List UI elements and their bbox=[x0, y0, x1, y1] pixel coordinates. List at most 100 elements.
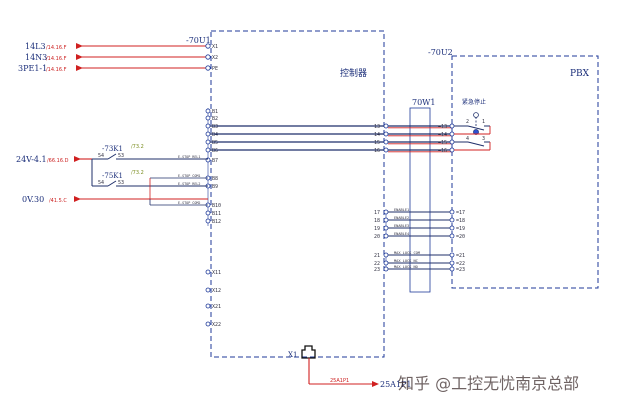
output-name: 25A1P1 bbox=[380, 380, 412, 389]
pbx-terminals: =13 =14 =15 =16 =17 =18 =19 =20 =21 =22 … bbox=[438, 123, 465, 273]
terminal-label: B1 bbox=[212, 109, 218, 115]
terminal-label: =22 bbox=[456, 261, 465, 267]
power-input-ref: /14.16.F bbox=[46, 67, 67, 73]
terminal-label: =14 bbox=[438, 132, 447, 138]
relay-name: -75K1 bbox=[102, 172, 123, 180]
terminal-label: B9 bbox=[212, 184, 218, 190]
terminal-label: 21 bbox=[374, 253, 380, 259]
relay-pin: 54 bbox=[98, 153, 104, 159]
terminal-label: B6 bbox=[212, 148, 218, 154]
signal-tag: MAX LOCK COM bbox=[394, 251, 421, 255]
terminal-label: 17 bbox=[374, 210, 380, 216]
signal-wires bbox=[210, 125, 452, 153]
terminal-label: 13 bbox=[374, 124, 380, 130]
terminal-label: X11 bbox=[212, 270, 221, 276]
pbx-signal-wires: ENABLE1 ENABLE2 ENABLE3 ENABLE4 MAX LOCK… bbox=[388, 208, 450, 270]
signal-tag: ENABLE2 bbox=[394, 216, 409, 220]
left-sources: 24V-4.1 /66.16.D 0V.30 /41.5.C bbox=[16, 155, 208, 204]
terminal-label: =18 bbox=[456, 218, 465, 224]
terminal-label: =16 bbox=[438, 148, 447, 154]
terminal-label: =19 bbox=[456, 226, 465, 232]
terminal-label: =13 bbox=[438, 124, 447, 130]
source-ref: /41.5.C bbox=[49, 198, 67, 204]
pbx-title: PBX bbox=[570, 69, 590, 79]
power-inputs: 14L3 /14.16.F 14N3 /14.16.F 3PE1-1 /14.1… bbox=[18, 42, 208, 73]
relay-pin: 53 bbox=[118, 153, 124, 159]
bottom-port-label: X1 bbox=[288, 351, 297, 359]
terminal-label: PE bbox=[212, 66, 218, 72]
cable-box bbox=[409, 107, 431, 293]
pbx-box bbox=[451, 55, 599, 289]
terminal-label: 20 bbox=[374, 234, 380, 240]
terminal-label: =21 bbox=[456, 253, 465, 259]
contact-label: 1 bbox=[482, 119, 485, 125]
source-name: 24V-4.1 bbox=[16, 155, 47, 164]
signal-tag: ENABLE1 bbox=[394, 208, 409, 212]
terminal-label: =23 bbox=[456, 267, 465, 273]
terminal-label: =15 bbox=[438, 140, 447, 146]
relay-pin: 53 bbox=[118, 180, 124, 186]
controller-top-terminals: X1 X2 PE bbox=[205, 43, 218, 72]
terminal-label: X1 bbox=[212, 44, 218, 50]
power-input-ref: /14.16.F bbox=[46, 56, 67, 62]
relay-ref: /73.2 bbox=[131, 170, 144, 176]
terminal-label: X12 bbox=[212, 288, 221, 294]
signal-tag: E-STOP REL2 bbox=[178, 182, 200, 186]
terminal-label: B4 bbox=[212, 132, 218, 138]
terminal-label: B3 bbox=[212, 124, 218, 130]
terminal-label: X22 bbox=[212, 322, 221, 328]
signal-tag: ENABLE4 bbox=[394, 232, 409, 236]
controller-lower-terminals: X11 X12 X21 X22 bbox=[205, 269, 221, 328]
signal-tag: E-STOP COM2 bbox=[178, 201, 200, 205]
estop-label: 紧急停止 bbox=[462, 98, 486, 106]
relay-contacts: -73K1 /73.2 54 53 -75K1 /73.2 54 53 E-ST… bbox=[91, 144, 208, 206]
source-ref: /66.16.D bbox=[47, 158, 69, 164]
terminal-label: 14 bbox=[374, 132, 380, 138]
terminal-label: B12 bbox=[212, 219, 221, 225]
terminal-label: B2 bbox=[212, 116, 218, 122]
terminal-label: 22 bbox=[374, 261, 380, 267]
terminal-label: B7 bbox=[212, 158, 218, 164]
terminal-label: 19 bbox=[374, 226, 380, 232]
watermark-text: 知乎 @工控无忧南京总部 bbox=[398, 374, 579, 393]
terminal-label: =17 bbox=[456, 210, 465, 216]
cable-name: 70W1 bbox=[412, 98, 436, 107]
terminal-label: 23 bbox=[374, 267, 380, 273]
signal-tag: E-STOP COM1 bbox=[178, 174, 200, 178]
terminal-label: X21 bbox=[212, 304, 221, 310]
power-input-name: 14L3 bbox=[25, 42, 46, 51]
power-input-ref: /14.16.F bbox=[46, 45, 67, 51]
relay-pin: 54 bbox=[98, 180, 104, 186]
contact-label: 4 bbox=[466, 136, 469, 142]
controller-box bbox=[210, 30, 385, 358]
terminal-label: B8 bbox=[212, 176, 218, 182]
signal-tag: ENABLE3 bbox=[394, 224, 409, 228]
signal-tag: MAX LOCK NC bbox=[394, 259, 418, 263]
terminal-label: B5 bbox=[212, 140, 218, 146]
terminal-label: 15 bbox=[374, 140, 380, 146]
power-input-name: 3PE1-1 bbox=[18, 64, 47, 73]
signal-tag: MAX LOCK NO bbox=[394, 265, 418, 269]
bottom-connector: X1 25A1P1 25A1P1 bbox=[288, 345, 412, 389]
power-input-name: 14N3 bbox=[25, 53, 47, 62]
watermark: 知乎 @工控无忧南京总部 bbox=[398, 374, 579, 393]
contact-label: 3 bbox=[482, 136, 485, 142]
pbx-name: -70U2 bbox=[428, 48, 453, 57]
terminal-label: B10 bbox=[212, 203, 221, 209]
terminal-label: 16 bbox=[374, 148, 380, 154]
controller-name: -70U1 bbox=[186, 36, 211, 45]
relay-ref: /73.2 bbox=[131, 144, 144, 150]
output-wire-label: 25A1P1 bbox=[330, 378, 349, 384]
terminal-label: 18 bbox=[374, 218, 380, 224]
source-name: 0V.30 bbox=[22, 195, 44, 204]
terminal-label: =20 bbox=[456, 234, 465, 240]
estop-symbol: 紧急停止 2 1 4 3 bbox=[454, 98, 491, 151]
controller-right-terminals: 13 14 15 16 17 18 19 20 21 22 23 bbox=[374, 123, 389, 273]
terminal-label: X2 bbox=[212, 55, 218, 61]
terminal-label: B11 bbox=[212, 211, 221, 217]
controller-title: 控制器 bbox=[340, 67, 367, 79]
relay-name: -73K1 bbox=[102, 145, 123, 153]
signal-tag: E-STOP REL1 bbox=[178, 155, 200, 159]
contact-label: 2 bbox=[466, 119, 469, 125]
